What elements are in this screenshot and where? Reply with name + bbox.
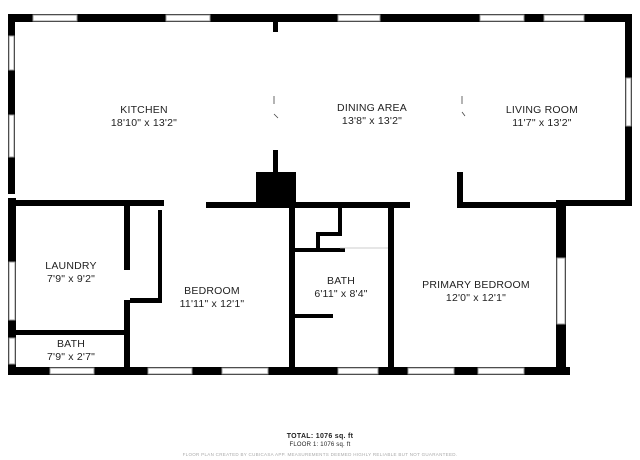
kitchen-label: KITCHEN 18'10" x 13'2" — [111, 104, 177, 130]
closet-wall — [130, 298, 162, 303]
window-left-3 — [8, 261, 16, 321]
window-top-5 — [543, 14, 585, 22]
windows — [8, 14, 632, 375]
window-top-1 — [32, 14, 78, 22]
bedroom-name: BEDROOM — [184, 285, 240, 297]
main-bath-dims: 6'11" x 8'4" — [314, 288, 368, 300]
laundry-bedroom-wall — [124, 206, 130, 270]
small-bath-label: BATH 7'9" x 2'7" — [47, 338, 95, 364]
bedroom-label: BEDROOM 11'11" x 12'1" — [180, 285, 245, 311]
window-bottom-1 — [49, 367, 95, 375]
window-left-4 — [8, 337, 16, 365]
primary-bedroom-name: PRIMARY BEDROOM — [422, 279, 530, 291]
outer-walls — [8, 14, 632, 375]
dining-area-dims: 13'8" x 13'2" — [341, 115, 403, 127]
laundry-label: LAUNDRY 7'9" x 9'2" — [45, 260, 96, 286]
closet-step-c — [338, 208, 342, 236]
primary-bedroom-dims: 12'0" x 12'1" — [445, 292, 507, 304]
small-bath-dims: 7'9" x 2'7" — [46, 351, 96, 363]
window-left-2 — [8, 114, 15, 158]
laundry-name: LAUNDRY — [45, 260, 97, 272]
mid-wall-center — [206, 202, 410, 208]
window-left-1 — [8, 35, 15, 71]
bath-lower-wall — [295, 314, 333, 318]
window-top-3 — [337, 14, 381, 22]
window-bottom-3 — [221, 367, 269, 375]
window-right-1 — [625, 77, 632, 127]
left-wall-upper — [8, 14, 15, 194]
dining-area-name: DINING AREA — [337, 102, 407, 114]
laundry-dims: 7'9" x 9'2" — [46, 273, 96, 285]
top-wall — [8, 14, 632, 22]
credit-text: FLOOR PLAN CREATED BY CUBICASA APP. MEAS… — [182, 452, 458, 457]
living-room-stub — [457, 172, 463, 204]
closet-step-a — [316, 232, 320, 252]
mid-wall-right — [457, 202, 565, 208]
bath-bedroom-wall — [289, 208, 295, 372]
door-markers — [273, 96, 466, 249]
window-top-4 — [479, 14, 525, 22]
laundry-bath-wall — [14, 330, 130, 335]
window-bottom-6 — [477, 367, 525, 375]
window-bottom-2 — [147, 367, 193, 375]
living-room-dims: 11'7" x 13'2" — [512, 117, 572, 129]
main-bath-name: BATH — [326, 275, 356, 287]
living-room-name: LIVING ROOM — [505, 104, 579, 116]
window-top-2 — [165, 14, 211, 22]
total-area: TOTAL: 1076 sq. ft — [286, 433, 354, 440]
closet-side — [158, 210, 162, 302]
window-bottom-5 — [407, 367, 455, 375]
small-bath-name: BATH — [56, 338, 86, 350]
kitchen-name: KITCHEN — [120, 104, 168, 116]
floor-area: FLOOR 1: 1076 sq. ft — [289, 442, 351, 448]
living-room-label: LIVING ROOM 11'7" x 13'2" — [506, 104, 578, 130]
kitchen-dims: 18'10" x 13'2" — [110, 117, 178, 129]
primary-bedroom-label: PRIMARY BEDROOM 12'0" x 12'1" — [422, 279, 530, 305]
bedroom-dims: 11'11" x 12'1" — [179, 298, 245, 310]
step-wall — [556, 200, 632, 206]
mid-wall-left — [14, 200, 164, 206]
interior-walls — [14, 22, 565, 372]
kitchen-dining-divider-lower — [273, 150, 278, 172]
main-bath-label: BATH 6'11" x 8'4" — [314, 275, 367, 301]
bath-primary-wall — [388, 208, 394, 372]
closet-step-b — [316, 232, 340, 236]
window-right-2 — [556, 257, 566, 325]
dining-area-label: DINING AREA 13'8" x 13'2" — [337, 102, 407, 128]
window-bottom-4 — [337, 367, 379, 375]
kitchen-dining-divider — [273, 22, 278, 32]
